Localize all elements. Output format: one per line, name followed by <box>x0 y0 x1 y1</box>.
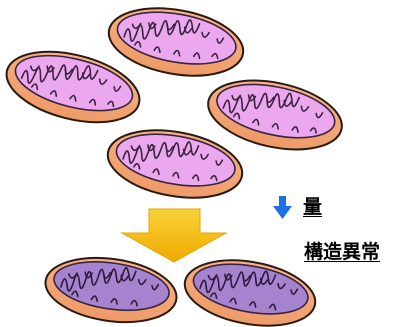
mitochondrion-normal-3 <box>202 70 348 161</box>
mitochondrion-normal-1 <box>103 0 248 85</box>
mitochondrion-abnormal-1 <box>41 250 180 327</box>
mitochondrion-abnormal-2 <box>180 251 321 327</box>
mitochondrion-normal-4 <box>102 121 247 208</box>
big-down-arrow-icon <box>122 209 226 262</box>
down-arrow-icon <box>273 196 292 219</box>
structural-abnormality-label: 構造異常 <box>304 243 380 262</box>
amount-label: 量 <box>303 198 322 217</box>
